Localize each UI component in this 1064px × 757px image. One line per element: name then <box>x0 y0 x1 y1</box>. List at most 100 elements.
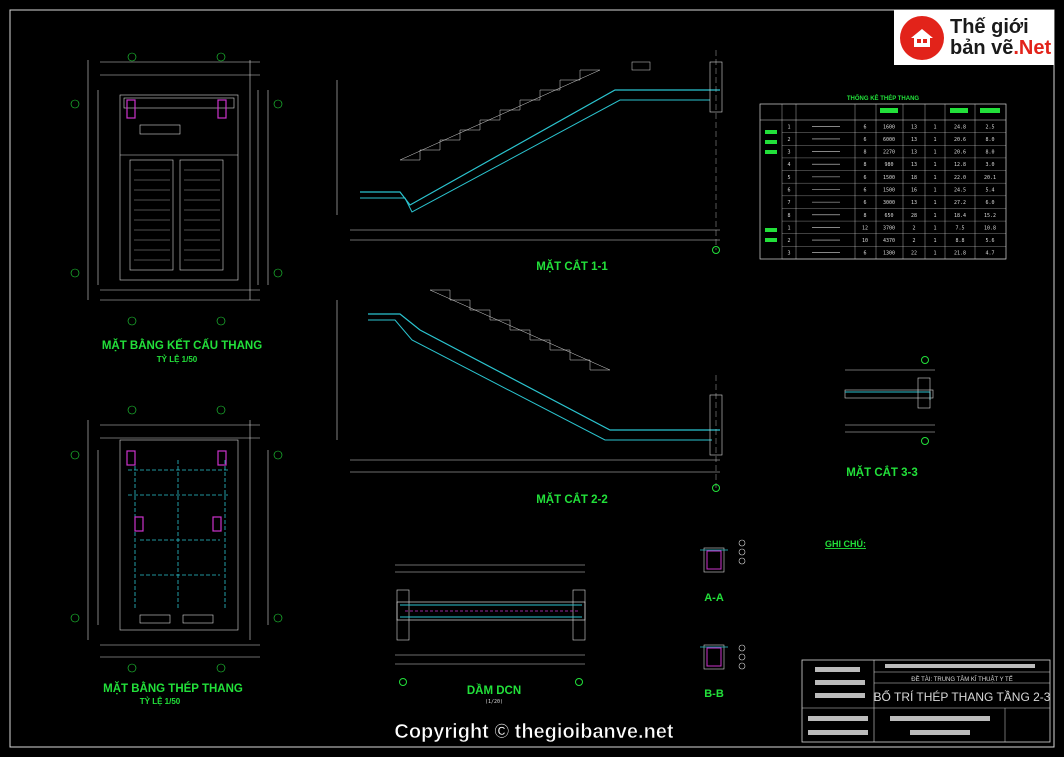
table-cell: 20.1 <box>984 175 996 181</box>
table-cell: 1 <box>933 150 936 156</box>
table-cell: 6 <box>863 175 866 181</box>
plan-rebar-bars <box>128 460 230 610</box>
column-marker <box>134 516 144 532</box>
table-cell: 13 <box>911 124 917 130</box>
table-cell: 5.6 <box>985 238 994 244</box>
table-cell: 5.4 <box>985 188 994 194</box>
table-cell: 10 <box>862 238 868 244</box>
table-cell: 12.8 <box>954 162 966 168</box>
table-cell: 3000 <box>883 200 895 206</box>
table-cell: 12 <box>862 225 868 231</box>
table-cell: 18.4 <box>954 213 966 219</box>
table-cell: 1 <box>933 251 936 257</box>
table-cell: 7.5 <box>955 225 964 231</box>
table-cell: 2 <box>787 238 790 244</box>
sheet-border <box>9 9 1055 748</box>
logo-line-2-suffix: .Net <box>1013 36 1052 59</box>
table-cell: 4370 <box>883 238 895 244</box>
table-cell: 7 <box>787 200 790 206</box>
table-cell: 1 <box>933 213 936 219</box>
table-cell: 1 <box>933 124 936 130</box>
logo-line-2: bản vẽ.Net <box>950 36 1052 59</box>
section-2-2 <box>336 289 723 492</box>
table-cell: 27.2 <box>954 200 966 206</box>
table-cell: 980 <box>884 162 893 168</box>
column-marker <box>126 450 136 466</box>
table-cell: 8 <box>787 213 790 219</box>
table-cell: 2270 <box>883 150 895 156</box>
beam-title: DẦM DCN <box>467 684 521 697</box>
copyright-watermark: Copyright © thegioibanve.net <box>394 721 674 743</box>
table-cell: 8 <box>863 162 866 168</box>
plan-rebar <box>70 405 283 673</box>
table-cell: 2 <box>912 225 915 231</box>
column-marker <box>217 99 227 119</box>
table-cell: 18 <box>911 175 917 181</box>
table-cell: 1500 <box>883 175 895 181</box>
title-block-project: ĐỀ TÀI: TRUNG TÂM KĨ THUẬT Y TẾ <box>911 676 1012 683</box>
table-cell: 20.6 <box>954 150 966 156</box>
table-cell: 1 <box>933 162 936 168</box>
table-cell: 1300 <box>883 251 895 257</box>
table-cell: 1500 <box>883 188 895 194</box>
table-cell: 6 <box>863 188 866 194</box>
table-cell: 10.8 <box>984 225 996 231</box>
table-cell: 3.0 <box>985 162 994 168</box>
table-cell: 650 <box>884 213 893 219</box>
table-cell: 2 <box>912 238 915 244</box>
table-cell: 1 <box>933 200 936 206</box>
detail-a-a <box>700 539 746 573</box>
table-cell: 6 <box>787 188 790 194</box>
section-1-1 <box>336 50 723 254</box>
plan-structure-title: MẶT BẰNG KẾT CẤU THANG <box>102 339 262 352</box>
table-cell: 1 <box>933 188 936 194</box>
table-cell: 1600 <box>883 124 895 130</box>
table-cell: 6 <box>863 124 866 130</box>
table-cell: 3700 <box>883 225 895 231</box>
table-cell: 6 <box>863 251 866 257</box>
table-cell: 1 <box>933 225 936 231</box>
table-cell: 22.0 <box>954 175 966 181</box>
table-cell: 8.0 <box>985 137 994 143</box>
table-cell: 1 <box>787 124 790 130</box>
table-cell: 8.8 <box>955 238 964 244</box>
table-cell: 3 <box>787 251 790 257</box>
detail-b-title: B-B <box>704 688 724 700</box>
plan-rebar-title: MẶT BẰNG THÉP THANG <box>103 682 243 695</box>
title-block-drawing: BỐ TRÍ THÉP THANG TẦNG 2-3 <box>874 689 1051 704</box>
section-3-3-title: MẶT CẮT 3-3 <box>846 466 918 479</box>
table-cell: 20.6 <box>954 137 966 143</box>
column-marker <box>212 516 222 532</box>
table-cell: 8 <box>863 213 866 219</box>
table-cell: 1 <box>933 137 936 143</box>
table-cell: 21.8 <box>954 251 966 257</box>
title-block: ĐỀ TÀI: TRUNG TÂM KĨ THUẬT Y TẾ BỐ TRÍ T… <box>801 659 1051 743</box>
table-cell: 13 <box>911 150 917 156</box>
table-cell: 4 <box>787 162 790 168</box>
section-3-3 <box>844 356 935 445</box>
column-marker <box>217 450 227 466</box>
table-cell: 2.5 <box>985 124 994 130</box>
logo-line-2-main: bản vẽ <box>950 36 1014 59</box>
table-cell: 6 <box>863 200 866 206</box>
plan-structure <box>70 52 283 326</box>
house-logo-icon <box>900 15 944 60</box>
table-cell: 22 <box>911 251 917 257</box>
plan-structure-scale: TỶ LỆ 1/50 <box>157 355 198 364</box>
logo-line-1: Thế giới <box>950 15 1029 38</box>
table-cell: 28 <box>911 213 917 219</box>
beam-dcn <box>395 564 586 686</box>
table-cell: 6000 <box>883 137 895 143</box>
column-marker <box>126 99 136 119</box>
table-cell: 2 <box>787 137 790 143</box>
table-cell: 6 <box>863 137 866 143</box>
site-logo[interactable]: Thế giới bản vẽ.Net <box>894 10 1054 65</box>
table-cell: 24.8 <box>954 124 966 130</box>
table-cell: 13 <box>911 162 917 168</box>
table-cell: 24.5 <box>954 188 966 194</box>
rebar-table-title: THỐNG KÊ THÉP THANG <box>847 94 920 102</box>
